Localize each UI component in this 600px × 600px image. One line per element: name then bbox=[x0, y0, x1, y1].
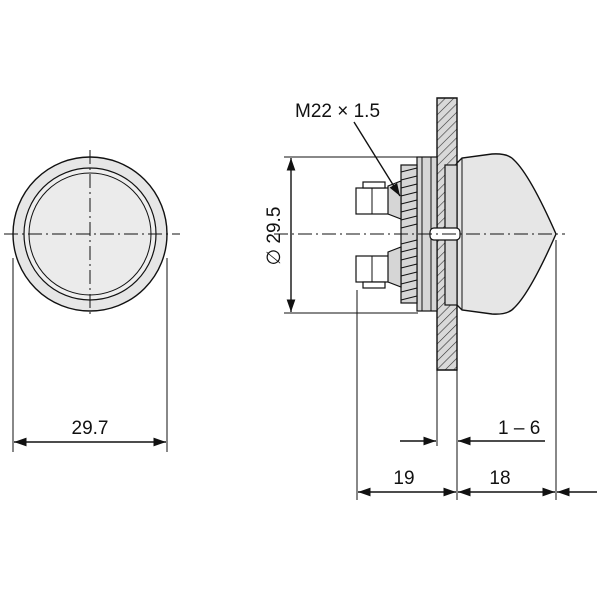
bezel-diameter-label: ∅ 29.5 bbox=[264, 207, 285, 266]
thread-leader-line bbox=[353, 121, 401, 197]
thread-label: M22 × 1.5 bbox=[295, 101, 380, 122]
front-diameter-label: 29.7 bbox=[72, 418, 109, 439]
front-view: 29.7 bbox=[4, 150, 180, 452]
rear-depth-label: 19 bbox=[393, 468, 414, 489]
terminal-lower bbox=[355, 246, 402, 289]
thread-ridges bbox=[400, 167, 418, 301]
panel-thickness-label: 1 – 6 bbox=[498, 418, 540, 439]
lens-cap bbox=[456, 153, 557, 315]
front-depth-label: 18 bbox=[489, 468, 510, 489]
side-view: ∅ 29.5 M22 × 1.5 1 – 6 19 18 bbox=[264, 97, 597, 500]
